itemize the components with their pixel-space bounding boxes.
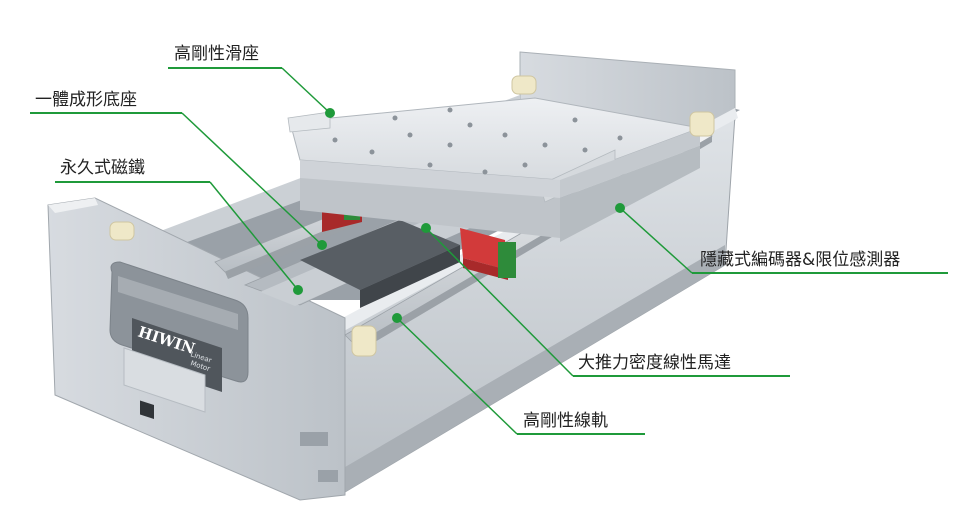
callout-label-rail: 高剛性線軌	[523, 411, 608, 431]
bearing-block-right	[460, 228, 516, 280]
linear-motor-coil	[300, 220, 460, 308]
callout-dots	[293, 108, 625, 323]
callout-label-magnet: 永久式磁鐵	[60, 158, 145, 178]
callout-underline-encoder	[692, 272, 948, 274]
callout-underline-base	[30, 112, 182, 114]
callout-underline-slider	[168, 67, 282, 69]
bumper	[109, 75, 715, 357]
callout-underline-rail	[517, 433, 645, 435]
callout-label-motor: 大推力密度線性馬達	[578, 353, 731, 373]
slider-table	[287, 97, 702, 242]
callout-leader-lines	[181, 67, 693, 435]
callout-label-base: 一體成形底座	[35, 90, 137, 110]
near-end-cap	[47, 197, 346, 501]
callout-label-encoder: 隱藏式編碼器&限位感測器	[700, 250, 901, 270]
callout-label-slider: 高剛性滑座	[174, 44, 259, 64]
callout-underline-magnet	[55, 181, 210, 183]
callout-underline-motor	[573, 375, 790, 377]
